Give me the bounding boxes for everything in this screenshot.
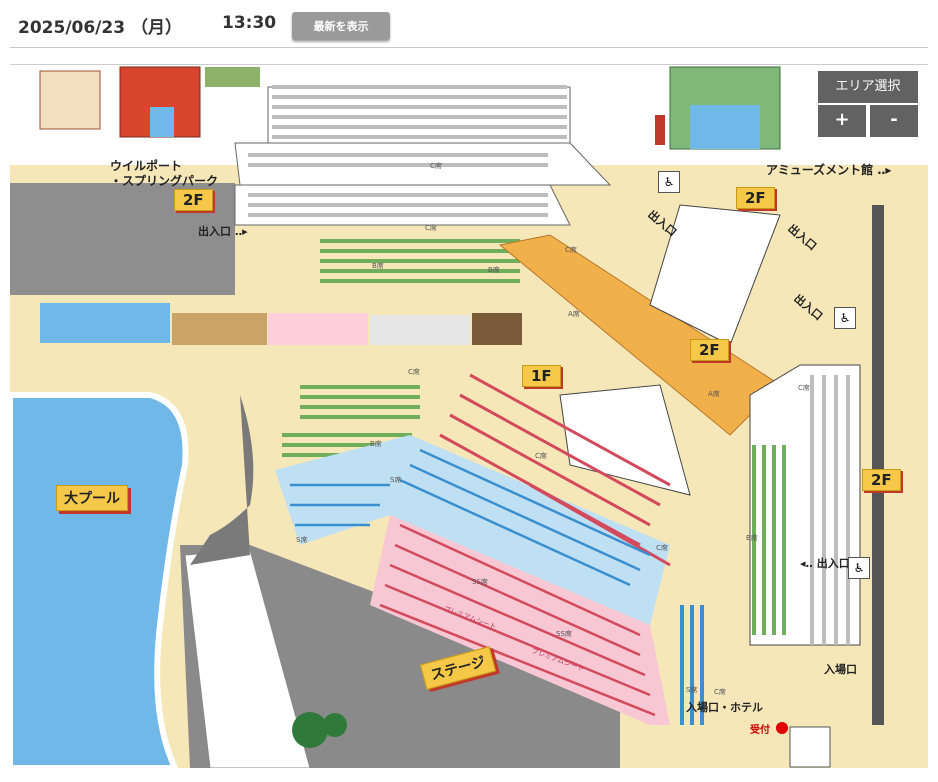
refresh-button[interactable]: 最新を表示 — [292, 12, 390, 40]
tree-2 — [323, 713, 347, 737]
seat-tag: B席 — [370, 440, 382, 448]
label-willport: ウイルポート — [110, 159, 183, 173]
seating-s-area — [275, 435, 670, 625]
label-amusement: アミューズメント館 ‥▸ — [766, 163, 892, 177]
venue-map[interactable]: ウイルポート ・スプリングパーク アミューズメント館 ‥▸ 2F 2F 2F 1… — [10, 64, 928, 768]
seat-tag: C席 — [535, 452, 547, 460]
seat-tag: C席 — [425, 224, 437, 232]
seat-tag: B席 — [746, 534, 758, 542]
seat-rows-green-right — [752, 445, 786, 635]
elevator — [789, 726, 831, 768]
exit-1: 出入口 ‥▸ — [198, 225, 248, 238]
road-left — [10, 183, 235, 295]
shop-3 — [370, 315, 470, 345]
building-3-window — [690, 105, 760, 149]
shop-1 — [172, 313, 267, 345]
map-graphics — [10, 65, 928, 768]
seat-rows-gray-right — [810, 375, 850, 645]
date-display: 2025/06/23 （月） — [18, 18, 182, 38]
building-2-door — [150, 107, 174, 137]
time-display: 13:30 — [222, 13, 277, 33]
right-wall — [872, 205, 884, 725]
seat-tag: C席 — [798, 384, 810, 392]
pool-shape — [10, 392, 189, 768]
top-bar: 2025/06/23 （月） 13:30 最新を表示 — [0, 0, 938, 50]
seat-tag: A席 — [708, 390, 720, 398]
vending-machine — [655, 115, 665, 145]
zoom-in-button[interactable]: + — [818, 105, 866, 137]
seat-tag: A席 — [568, 310, 580, 318]
seat-tag: S席 — [686, 686, 698, 694]
rock — [190, 395, 254, 565]
label-pool: 大プール — [56, 485, 128, 511]
seat-tag: C席 — [714, 688, 726, 696]
floor-badge-4: 2F — [862, 469, 901, 491]
trees — [205, 67, 260, 87]
seating-right — [749, 364, 861, 646]
shop-2 — [268, 313, 368, 345]
seat-rows-blue-1f — [290, 448, 651, 587]
seat-tag: C席 — [430, 162, 442, 170]
exit-5: ◂‥ 出入口 — [800, 557, 850, 570]
seat-tag: SS席 — [556, 630, 572, 638]
shop-pool-building — [40, 303, 170, 343]
shop-4 — [472, 313, 522, 345]
seat-rows-red-1f — [439, 373, 671, 567]
restroom-icon: ♿ — [658, 171, 680, 193]
header-divider — [10, 47, 928, 48]
seat-tag: C席 — [656, 544, 668, 552]
seat-cols-lower — [680, 605, 704, 725]
seat-rows-green-2f — [320, 239, 520, 283]
stairs-lower — [559, 384, 691, 496]
seat-tag: S席 — [296, 536, 308, 544]
seat-rows-pink-1f — [379, 523, 656, 717]
floor-badge-1: 2F — [174, 189, 213, 211]
zoom-out-button[interactable]: - — [870, 105, 918, 137]
reception-dot — [776, 722, 788, 734]
seat-tag: B席 — [372, 262, 384, 270]
label-reception: 受付 — [750, 725, 770, 736]
seat-tag: C席 — [565, 246, 577, 254]
seat-tag: B席 — [488, 266, 500, 274]
seat-tag: C席 — [408, 368, 420, 376]
label-entrance: 入場口 — [824, 663, 857, 676]
area-select-button[interactable]: エリア選択 — [818, 71, 918, 103]
seat-tag: SS席 — [472, 578, 488, 586]
stairs-center — [649, 204, 781, 346]
label-entrance-hotel: 入場口・ホテル — [686, 701, 763, 714]
seat-tag: S席 — [390, 476, 402, 484]
seat-rows-gray — [248, 85, 567, 217]
building-1 — [39, 70, 101, 130]
restroom-icon: ♿ — [848, 557, 870, 579]
label-spring-park: ・スプリングパーク — [110, 174, 219, 188]
tree-1 — [292, 712, 328, 748]
floor-badge-3: 2F — [690, 339, 729, 361]
restroom-icon: ♿ — [834, 307, 856, 329]
floor-badge-1f: 1F — [522, 365, 561, 387]
floor-badge-2: 2F — [736, 187, 775, 209]
